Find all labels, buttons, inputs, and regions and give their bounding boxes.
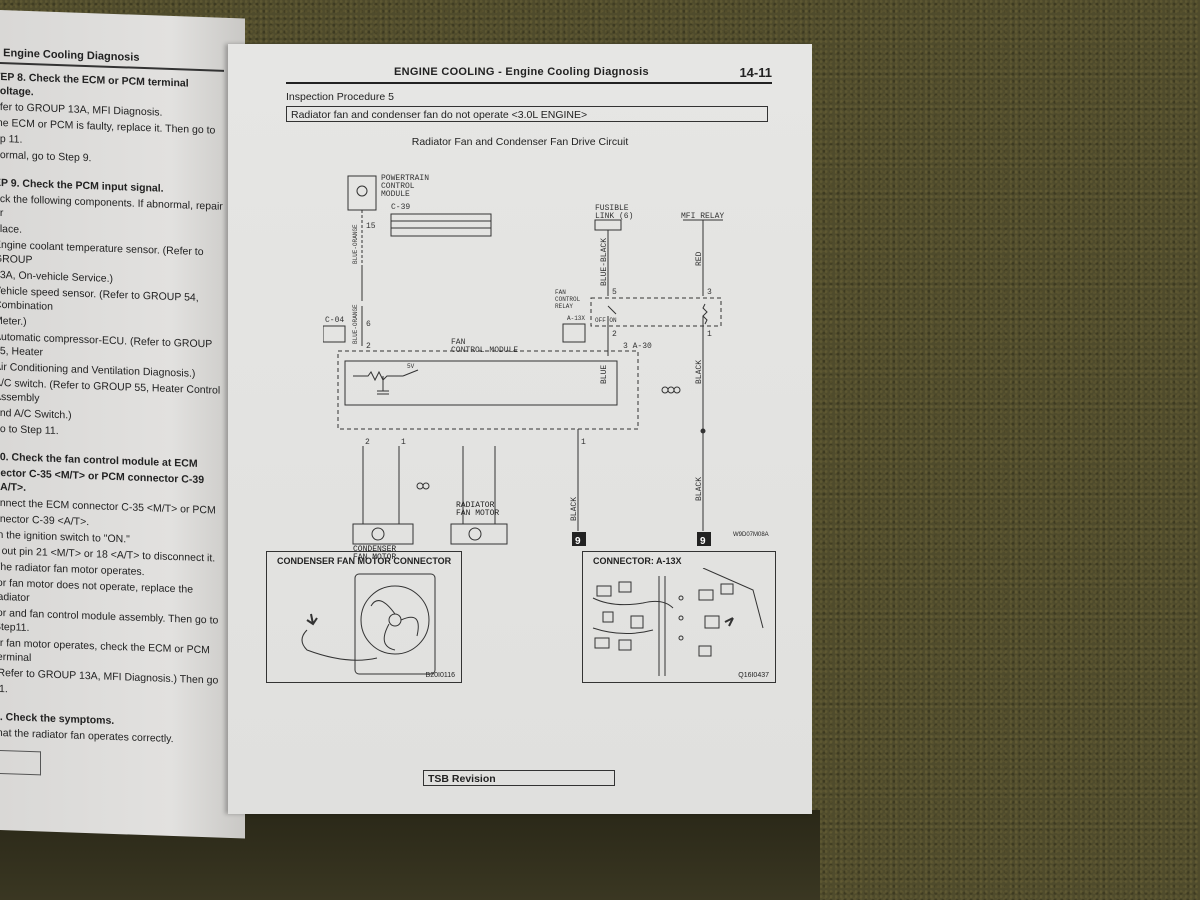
condenser-connector-title: CONDENSER FAN MOTOR CONNECTOR [277,556,452,566]
fcm-label-2: CONTROL MODULE [451,346,518,355]
pcm-label-3: MODULE [381,190,410,199]
wire-red: RED [695,251,704,266]
relay-connector-a13x [562,323,586,343]
tsb-revision-box: TSB Revision [423,770,615,786]
procedure-label: Inspection Procedure 5 [286,91,394,103]
pin-15-label: 15 [366,222,376,231]
condenser-fan-motor-label: CONDENSER FAN MOTOR [353,546,396,562]
relay-connector-label: A-13X [567,315,585,322]
relay-label-2: CONTROL [555,296,581,303]
wire-blue-black: BLUE-BLACK [600,238,609,286]
procedure-description: Radiator fan and condenser fan do not op… [286,106,768,122]
page-title: ENGINE COOLING - Engine Cooling Diagnosi… [394,66,649,78]
mfi-relay-label: MFI RELAY [681,212,724,221]
relay-pin-3: 3 [707,288,712,297]
fcm-bottom-pin-1b: 1 [581,438,586,447]
condenser-label-1: CONDENSER [353,545,397,554]
fan-control-module-box [337,350,639,430]
left-page-header: – Engine Cooling Diagnosis [0,45,224,72]
radiator-label-1: RADIATOR [456,501,495,510]
condenser-fan-drawing [301,573,436,675]
a13x-connector-drawing [592,568,764,676]
ground-symbol-left [572,532,586,546]
fusible-link-box [594,219,622,231]
junction-dot [700,428,706,434]
c04-label: C-04 [325,316,344,325]
relay-label-1: FAN [555,289,566,296]
condenser-motor-symbol [371,527,385,541]
condenser-fan-motor-box [352,523,414,545]
figure-code: W9D07M08A [733,532,769,538]
radiator-fan-motor-box [450,523,508,545]
a13x-connector-title: CONNECTOR: A-13X [593,556,682,566]
condenser-connector-code: B20I0116 [425,672,455,679]
wire-blue: BLUE [600,365,609,384]
wire-blue-orange-top: BLUE-ORANGE [352,224,359,264]
left-page-footer-box [0,750,41,776]
condenser-fan-connector-figure: CONDENSER FAN MOTOR CONNECTOR B20I0116 [266,551,462,683]
relay-label-3: RELAY [555,303,573,310]
voltage-label: 5V [407,363,415,370]
a13x-connector-figure: CONNECTOR: A-13X Q16I0437 [582,551,776,683]
wire-black-ground: BLACK [570,497,579,521]
pcm-box [347,175,377,211]
fcm-bottom-pin-1: 1 [401,438,406,447]
a13x-connector-code: Q16I0437 [738,672,769,679]
radiator-fan-motor-label: RADIATOR FAN MOTOR [456,502,499,518]
left-page: – Engine Cooling Diagnosis TEP 8. Check … [0,10,245,839]
radiator-label-2: FAN MOTOR [456,509,500,518]
relay-pin-2: 2 [612,330,617,339]
relay-pin-1: 1 [707,330,712,339]
page-header: ENGINE COOLING - Engine Cooling Diagnosi… [286,64,772,84]
fcm-label-1: FAN [451,338,466,347]
condenser-label-2: FAN MOTOR [353,553,397,562]
pcm-connector-label: C-39 [391,203,410,212]
pcm-symbol [356,185,368,197]
circuit-diagram: 9 9 POWERTRAIN CONTROL MODULE C-39 15 BL… [323,174,724,546]
relay-off-on-label: OFF ON [595,317,617,324]
fcm-connector-label: 3 A-30 [623,342,652,351]
left-page-lines: TEP 8. Check the ECM or PCM terminal vol… [0,70,224,748]
pcm-label-1: POWERTRAIN [381,174,429,183]
fan-control-relay-box [590,297,722,327]
fusible-link-label-1: FUSIBLE [595,204,629,213]
page-number: 14-11 [739,65,772,80]
ground-symbol-right [697,532,711,546]
wire-blue-orange-bottom: BLUE-ORANGE [352,304,359,344]
fusible-link-label-2: LINK (6) [595,212,633,221]
ground-number-left: 9 [575,536,581,546]
wire-black-lower: BLACK [695,477,704,501]
pcm-label-2: CONTROL [381,182,415,191]
c39-connector-grid [390,213,492,237]
radiator-motor-symbol [468,527,482,541]
left-page-content: – Engine Cooling Diagnosis TEP 8. Check … [0,45,224,750]
fan-control-module-inner [344,360,618,406]
ground-number-right: 9 [700,536,706,546]
wire-black-upper: BLACK [695,360,704,384]
pin-6-label: 6 [366,320,371,329]
right-page: ENGINE COOLING - Engine Cooling Diagnosi… [228,44,812,814]
c04-connector [323,325,346,343]
circuit-title: Radiator Fan and Condenser Fan Drive Cir… [411,136,629,148]
relay-pin-5: 5 [612,288,617,297]
fcm-pin-2-label: 2 [366,342,371,351]
fcm-bottom-pin-2: 2 [365,438,370,447]
